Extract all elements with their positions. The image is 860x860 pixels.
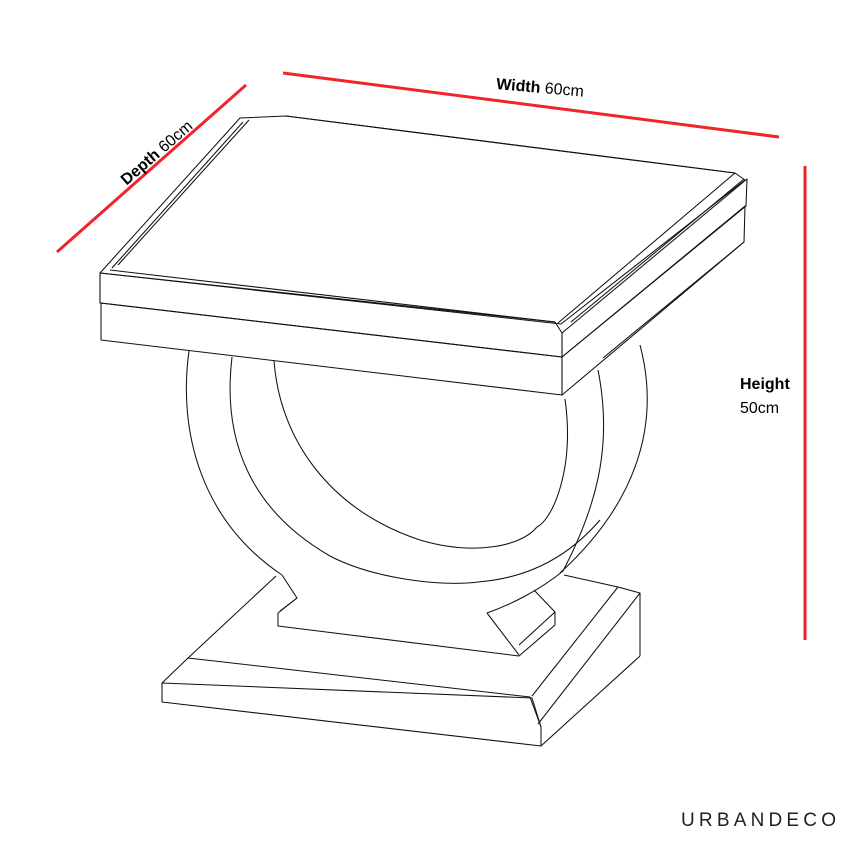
base-plinth (161, 574, 641, 747)
width-dimension-value: 60cm (544, 80, 585, 101)
brand-logo: URBANDECO (681, 810, 841, 831)
depth-dimension-line (56, 83, 247, 254)
width-dimension-name: Width (495, 76, 542, 97)
height-label: Height 50cm (740, 373, 790, 421)
height-dimension-value: 50cm (740, 400, 780, 417)
tabletop (99, 115, 748, 396)
height-dimension-name: Height (740, 376, 790, 393)
width-dimension-line (282, 71, 780, 139)
ring-support (185, 344, 648, 614)
